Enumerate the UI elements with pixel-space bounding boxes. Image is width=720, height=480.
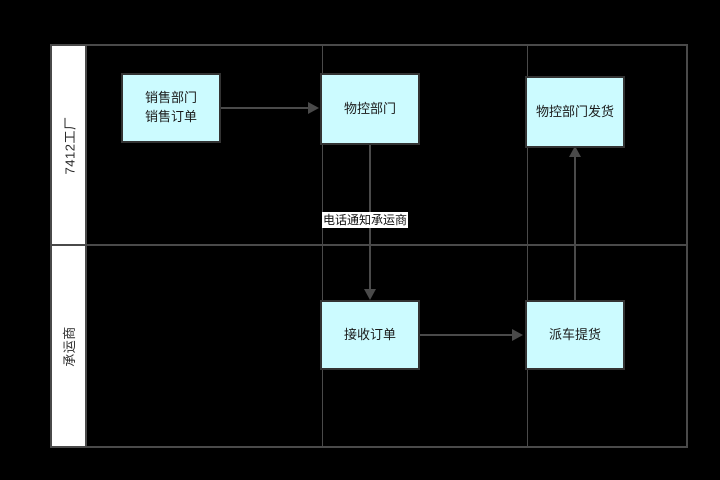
node-receive-order[interactable]: 接收订单: [320, 300, 420, 370]
swimlane-pool: 7412工厂 承运商: [50, 44, 688, 448]
arrowhead-sales-to-material-control: [308, 102, 319, 114]
lane-label-carrier: 承运商: [62, 325, 78, 367]
node-dispatch-pickup[interactable]: 派车提货: [525, 300, 625, 370]
connector-dispatch-pickup-to-material-control-ship: [574, 155, 576, 302]
lane-grid-separator: [322, 46, 323, 244]
node-sales-order[interactable]: 销售部门 销售订单: [121, 73, 221, 143]
lane-header-carrier: 承运商: [52, 246, 87, 446]
arrowhead-dispatch-pickup-to-material-control-ship: [569, 146, 581, 157]
lane-header-factory: 7412工厂: [52, 46, 87, 244]
node-material-control-ship[interactable]: 物控部门发货: [525, 76, 625, 148]
connector-receive-order-to-dispatch-pickup: [420, 334, 513, 336]
swimlane-lane-carrier: 承运商: [52, 246, 686, 446]
connector-sales-to-material-control: [221, 107, 309, 109]
edge-label-notify-carrier: 电话通知承运商: [322, 212, 409, 228]
arrowhead-receive-order-to-dispatch-pickup: [512, 329, 523, 341]
node-material-control[interactable]: 物控部门: [320, 73, 420, 145]
arrowhead-material-control-to-receive-order: [364, 289, 376, 300]
lane-label-factory: 7412工厂: [62, 116, 78, 174]
